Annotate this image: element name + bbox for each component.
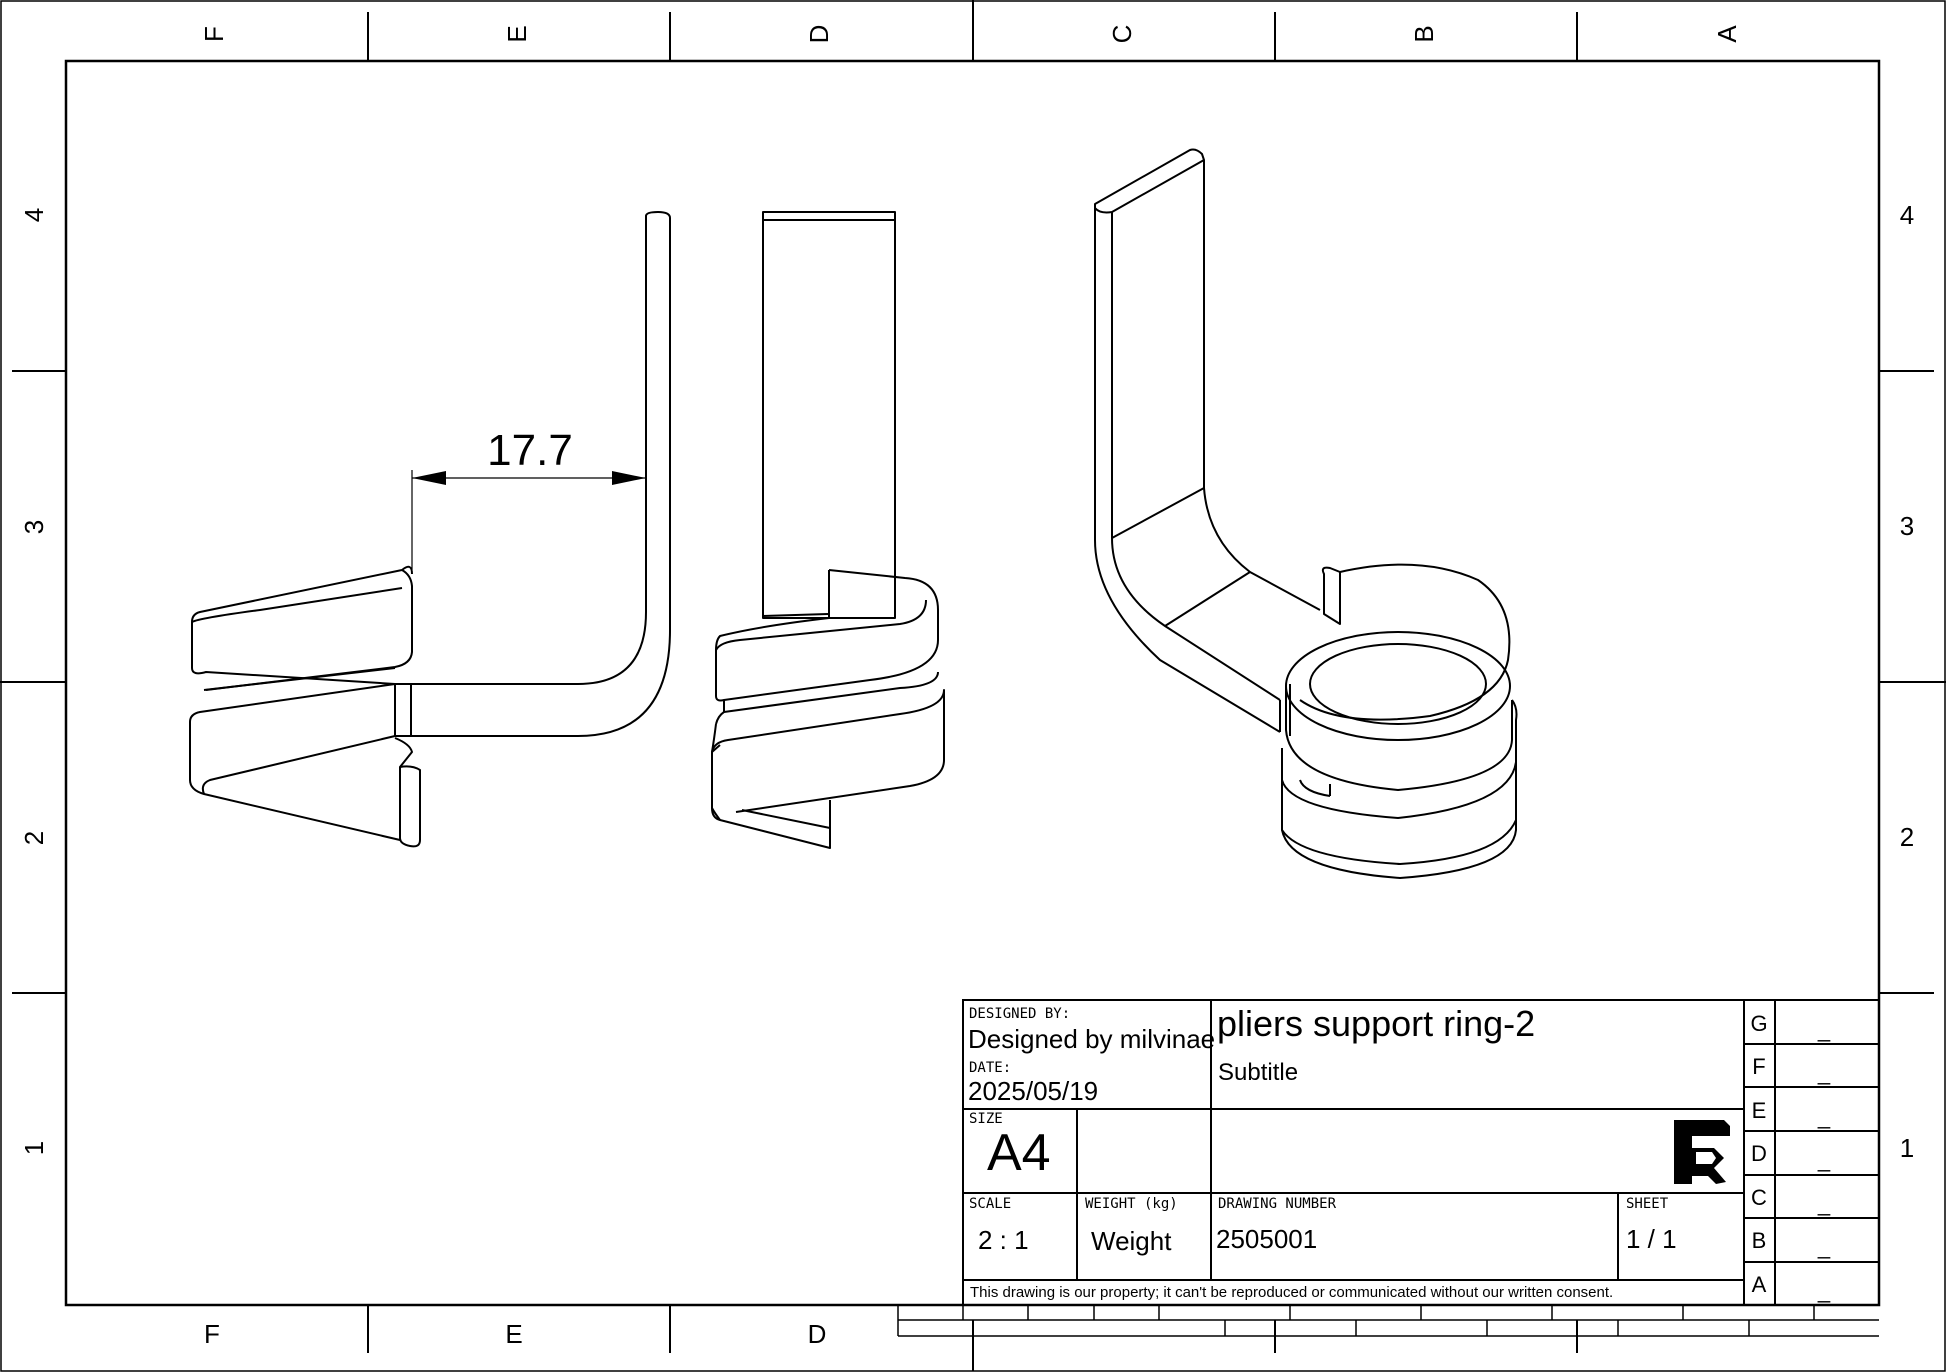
date-label: DATE: bbox=[969, 1060, 1011, 1076]
zone-label-top-c: C bbox=[1107, 25, 1137, 44]
scale-value: 2 : 1 bbox=[978, 1225, 1029, 1255]
zone-label-left-2: 2 bbox=[19, 831, 49, 845]
zone-label-right-3: 3 bbox=[1900, 511, 1914, 541]
revision-value-g: _ bbox=[1817, 1017, 1831, 1042]
zone-label-top-a: A bbox=[1712, 25, 1742, 43]
size-label: SIZE bbox=[969, 1111, 1003, 1127]
revision-letter-d: D bbox=[1751, 1141, 1767, 1166]
zone-label-bottom-d: D bbox=[808, 1319, 827, 1349]
zone-label-top-e: E bbox=[502, 25, 532, 42]
revision-value-d: _ bbox=[1817, 1147, 1831, 1172]
revision-value-f: _ bbox=[1817, 1060, 1831, 1085]
isometric-view bbox=[1094, 148, 1518, 879]
zone-label-top-f: F bbox=[199, 26, 229, 42]
weight-value: Weight bbox=[1091, 1226, 1172, 1256]
dimension-value: 17.7 bbox=[487, 426, 573, 475]
zone-label-top-b: B bbox=[1409, 25, 1439, 42]
zone-label-top-d: D bbox=[804, 25, 834, 44]
weight-label: WEIGHT (kg) bbox=[1085, 1196, 1178, 1212]
revision-letter-b: B bbox=[1752, 1228, 1767, 1253]
revision-value-b: _ bbox=[1817, 1234, 1831, 1259]
zone-label-right-4: 4 bbox=[1900, 200, 1914, 230]
drawing-subtitle: Subtitle bbox=[1218, 1059, 1298, 1086]
revision-letter-a: A bbox=[1752, 1272, 1767, 1297]
zone-label-left-1: 1 bbox=[19, 1141, 49, 1155]
drawing-number-label: DRAWING NUMBER bbox=[1218, 1196, 1337, 1212]
top-zone-dividers bbox=[367, 0, 1578, 61]
revision-letter-c: C bbox=[1751, 1185, 1767, 1210]
sheet-value: 1 / 1 bbox=[1626, 1224, 1677, 1254]
revision-letter-e: E bbox=[1752, 1098, 1767, 1123]
designed-by-value: Designed by milvinae bbox=[968, 1024, 1215, 1054]
scale-ruler bbox=[897, 1305, 1879, 1337]
side-view bbox=[189, 211, 671, 848]
revision-letter-g: G bbox=[1750, 1011, 1767, 1036]
dimension-17-7: 17.7 bbox=[411, 426, 646, 570]
designed-by-label: DESIGNED BY: bbox=[969, 1006, 1070, 1022]
drawing-title: pliers support ring-2 bbox=[1217, 1003, 1535, 1044]
dimension-arrow-right bbox=[612, 471, 646, 485]
size-value: A4 bbox=[987, 1124, 1051, 1182]
scale-label: SCALE bbox=[969, 1196, 1011, 1212]
front-view bbox=[711, 211, 945, 849]
date-value: 2025/05/19 bbox=[968, 1076, 1098, 1106]
dimension-arrow-left bbox=[412, 471, 446, 485]
freecad-logo-icon bbox=[1674, 1120, 1730, 1184]
revision-letter-f: F bbox=[1752, 1054, 1765, 1079]
title-block bbox=[962, 999, 1880, 1306]
sheet-label: SHEET bbox=[1626, 1196, 1669, 1212]
title-block-text: DESIGNED BY: Designed by milvinae DATE: … bbox=[968, 1003, 1831, 1303]
zone-label-bottom-e: E bbox=[505, 1319, 522, 1349]
drawing-number-value: 2505001 bbox=[1216, 1224, 1317, 1254]
zone-label-left-3: 3 bbox=[19, 520, 49, 534]
zone-label-bottom-f: F bbox=[204, 1319, 220, 1349]
property-notice: This drawing is our property; it can't b… bbox=[970, 1284, 1613, 1301]
bottom-zone-dividers bbox=[367, 1305, 1578, 1371]
zone-label-right-2: 2 bbox=[1900, 822, 1914, 852]
zone-label-left-4: 4 bbox=[19, 208, 49, 222]
zone-label-right-1: 1 bbox=[1900, 1133, 1914, 1163]
revision-value-c: _ bbox=[1817, 1191, 1831, 1216]
revision-value-a: _ bbox=[1817, 1278, 1831, 1303]
row-zone-dividers bbox=[0, 370, 1946, 994]
revision-value-e: _ bbox=[1817, 1104, 1831, 1129]
